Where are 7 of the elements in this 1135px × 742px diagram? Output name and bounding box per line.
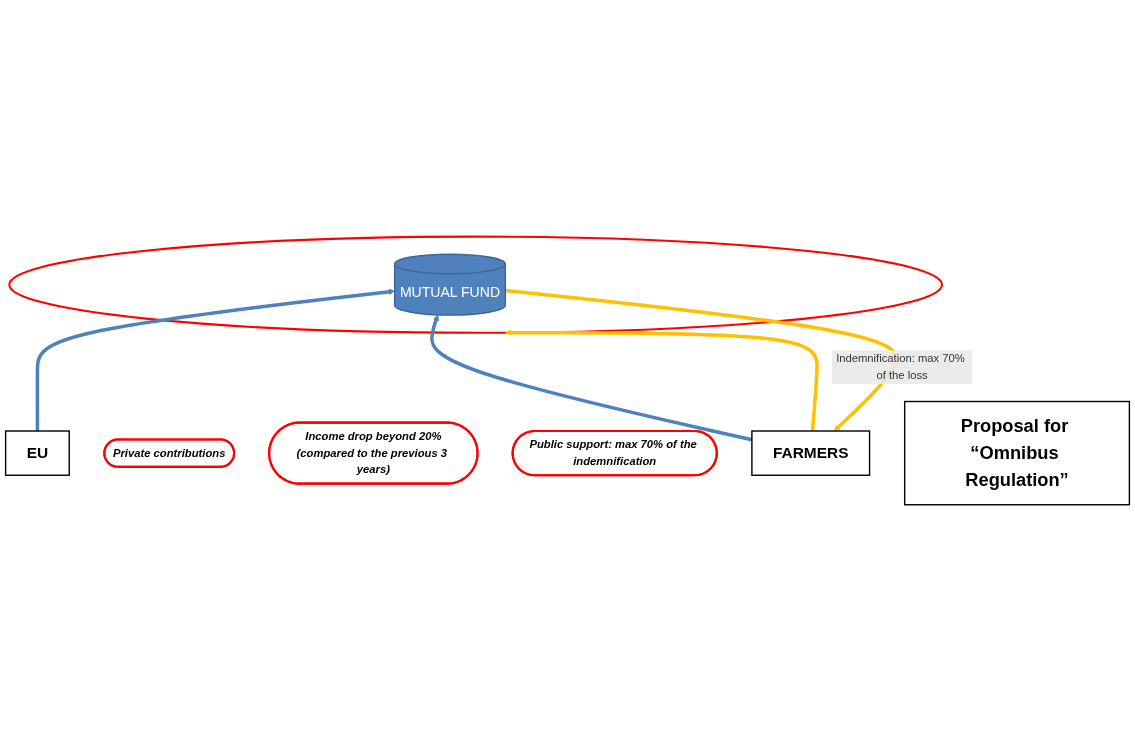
- arrow: [35, 289, 395, 432]
- ellipse-outline: [8, 235, 944, 335]
- node-box: Proposal for “Omnibus Regulation”: [903, 401, 1131, 506]
- arrow: [505, 329, 819, 432]
- edge-label: Indemnification: max 70% of the loss: [836, 352, 965, 382]
- node-box: EU: [4, 430, 70, 477]
- node-box: FARMERS: [751, 430, 871, 477]
